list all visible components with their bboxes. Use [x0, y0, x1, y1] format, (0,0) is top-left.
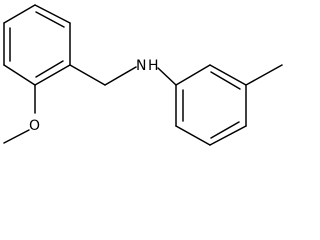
bond-ring-to-methyl: [245, 64, 283, 86]
hydrogen-atom-label: H: [148, 58, 159, 74]
double-bond-ring1-a: [35, 11, 65, 28]
bond-ring1-c: [34, 64, 71, 86]
bond-ring2-a: [175, 64, 211, 86]
double-bond-ring1-b: [35, 60, 64, 78]
double-bond-ring2-b: [210, 121, 240, 139]
tolyl-ring: [175, 64, 247, 146]
oxygen-atom-label: O: [29, 118, 40, 134]
bond-ring1-a: [34, 4, 71, 24]
methoxyphenyl-ring: [3, 4, 71, 86]
bond-ring2-e: [175, 125, 211, 146]
nitrogen-atom-label: N: [136, 58, 146, 74]
bond-ring2-b: [209, 64, 247, 86]
bond-ch2-to-nitrogen: [104, 66, 137, 86]
bond-ring-to-ch2: [69, 64, 106, 86]
structure-diagram: O N H: [3, 4, 283, 146]
bond-nitrogen-to-ring: [157, 67, 177, 86]
bond-ring2-d: [209, 125, 247, 146]
methoxy-group: O: [3, 84, 40, 144]
bond-ring1-d: [3, 64, 36, 86]
amine-group: N H: [136, 58, 159, 74]
bond-ring1-f: [3, 4, 36, 24]
bond-oxygen-to-methyl: [3, 129, 30, 144]
double-bond-ring2-a: [210, 71, 241, 90]
